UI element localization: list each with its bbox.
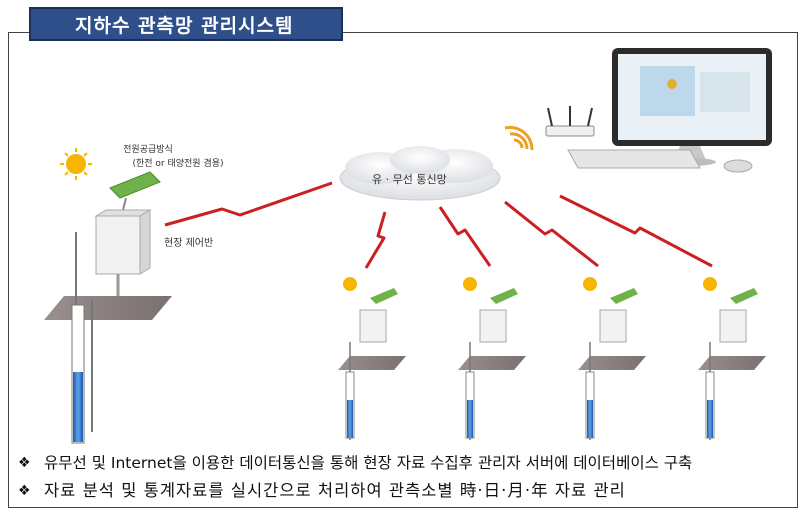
lightning-bolt-2	[438, 206, 492, 267]
sub-station-4	[698, 277, 766, 440]
lightning-bolts	[164, 181, 713, 269]
network-cloud	[339, 146, 501, 201]
main-solar-panel	[109, 171, 161, 215]
description-list: ❖ 유무선 및 Internet을 이용한 데이터통신을 통해 현장 자료 수집…	[18, 449, 798, 505]
field-panel-label: 현장 제어반	[164, 237, 213, 249]
bullet-diamond-icon: ❖	[18, 455, 31, 471]
lightning-bolt-3	[504, 200, 599, 268]
bullet-diamond-icon: ❖	[18, 483, 31, 499]
sub-station-2	[458, 277, 526, 440]
description-item: ❖ 유무선 및 Internet을 이용한 데이터통신을 통해 현장 자료 수집…	[18, 449, 798, 477]
keyboard-icon	[567, 149, 701, 169]
network-label: 유 · 무선 통신망	[372, 173, 447, 186]
main-sun-icon	[60, 148, 92, 180]
mouse-icon	[723, 159, 753, 173]
description-text: 자료 분석 및 통계자료를 실시간으로 처리하여 관측소별 時·日·月·年 자료…	[44, 481, 626, 500]
lightning-bolt-main	[164, 181, 333, 227]
wifi-icon	[504, 125, 534, 151]
description-text: 유무선 및 Internet을 이용한 데이터통신을 통해 현장 자료 수집후 …	[44, 454, 693, 472]
lightning-bolt-1	[364, 211, 387, 269]
router-icon	[545, 106, 595, 137]
main-ground-slab	[44, 296, 172, 320]
power-sub-label: (한전 or 태양전원 겸용)	[132, 157, 223, 169]
main-well-pipe	[71, 232, 93, 444]
lightning-bolt-4	[559, 194, 713, 268]
sub-station-1	[338, 277, 406, 440]
page-title-text: 지하수 관측망 관리시스템	[75, 14, 294, 37]
sub-station-3	[578, 277, 646, 440]
field-control-box	[94, 209, 152, 300]
description-item: ❖ 자료 분석 및 통계자료를 실시간으로 처리하여 관측소별 時·日·月·年 …	[18, 477, 798, 505]
diagram-frame	[8, 32, 798, 508]
computer-monitor-icon	[612, 48, 772, 166]
power-title-label: 전원공급방식	[123, 144, 173, 155]
page-title: 지하수 관측망 관리시스템	[29, 7, 343, 41]
